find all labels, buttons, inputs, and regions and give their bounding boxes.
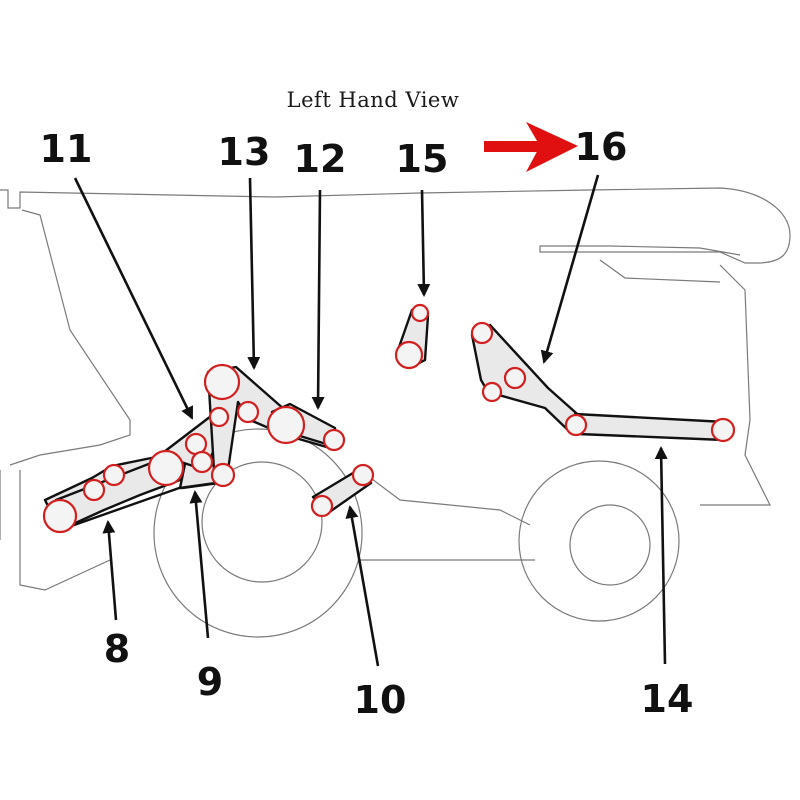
leader-15 bbox=[417, 189, 431, 297]
callout-9: 9 bbox=[197, 660, 223, 704]
callout-12: 12 bbox=[294, 137, 347, 181]
pulley bbox=[322, 428, 346, 452]
callout-10: 10 bbox=[354, 678, 407, 722]
pulley bbox=[394, 340, 424, 370]
pulley bbox=[208, 406, 230, 428]
leader-13 bbox=[247, 177, 261, 370]
callout-8: 8 bbox=[104, 627, 130, 671]
pulley bbox=[147, 449, 185, 487]
pulley bbox=[351, 463, 375, 487]
pulley bbox=[236, 400, 260, 424]
leader-14 bbox=[654, 446, 668, 665]
pulley bbox=[42, 498, 78, 534]
callout-14: 14 bbox=[641, 677, 694, 721]
pulley bbox=[481, 381, 503, 403]
leader-9 bbox=[189, 490, 210, 639]
pulleys bbox=[42, 303, 736, 534]
leader-10 bbox=[345, 505, 380, 667]
machine-outline bbox=[0, 187, 791, 638]
callout-13: 13 bbox=[218, 130, 271, 174]
pulley bbox=[470, 321, 494, 345]
leader-12 bbox=[311, 189, 325, 410]
pulley bbox=[203, 363, 241, 401]
callout-16: 16 bbox=[575, 125, 628, 169]
leader-8 bbox=[102, 520, 118, 621]
callout-15: 15 bbox=[396, 137, 449, 181]
red-right-arrow-icon bbox=[484, 122, 578, 172]
diagram-title: Left Hand View bbox=[287, 88, 460, 112]
belt-14 bbox=[573, 412, 727, 442]
leader-16 bbox=[540, 174, 600, 364]
pulley bbox=[310, 494, 334, 518]
pulley bbox=[82, 478, 106, 502]
leader-11 bbox=[73, 177, 194, 420]
pulley bbox=[564, 413, 588, 437]
pulley bbox=[266, 405, 306, 445]
pulley bbox=[710, 417, 736, 443]
pulley bbox=[102, 463, 126, 487]
pulley bbox=[503, 366, 527, 390]
leader-lines bbox=[73, 174, 668, 667]
callout-labels: 11 13 12 15 16 8 9 10 14 bbox=[40, 125, 694, 722]
pulley bbox=[410, 303, 430, 323]
pulley bbox=[190, 450, 214, 474]
pulley bbox=[210, 462, 236, 488]
callout-11: 11 bbox=[40, 127, 93, 171]
